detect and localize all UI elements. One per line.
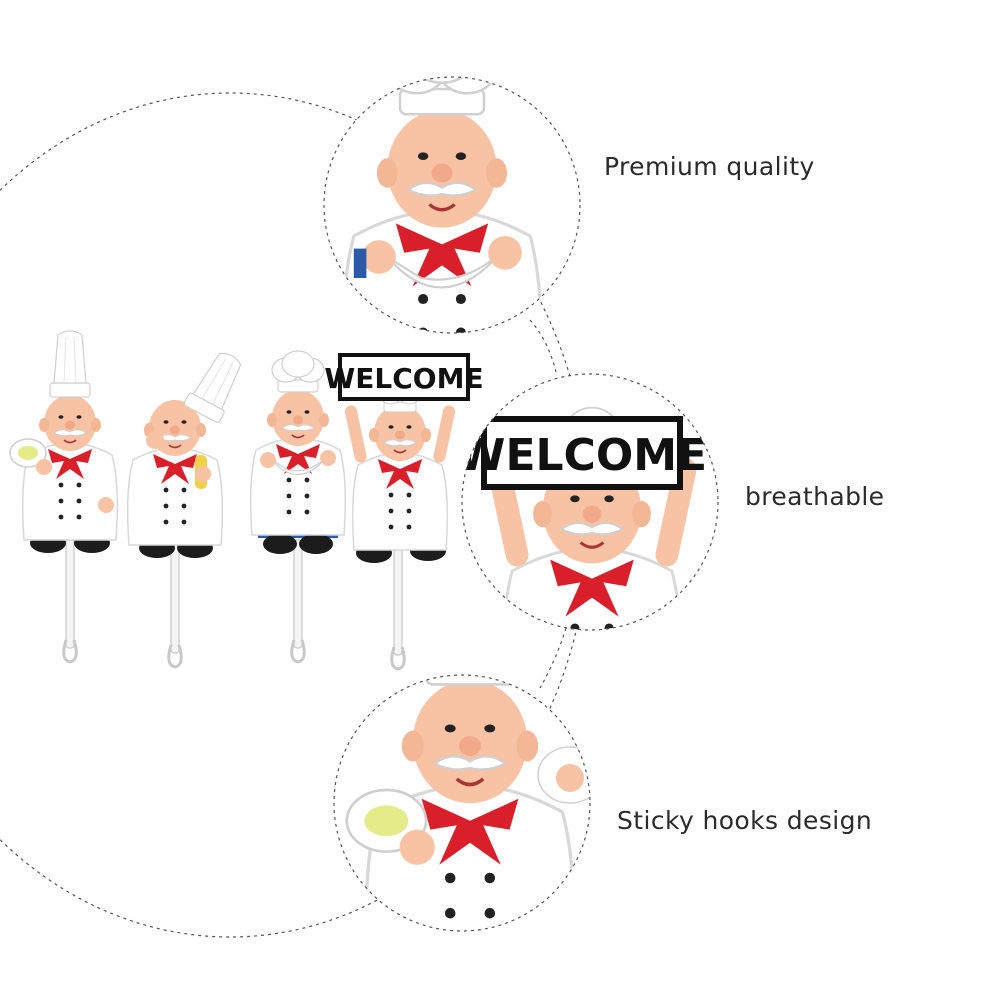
chef-hook-3 <box>249 350 347 664</box>
chef-hook-2 <box>126 345 251 669</box>
chef-hook-1 <box>9 330 119 664</box>
welcome-sign-small: WELCOME <box>324 353 484 401</box>
welcome-sign-large: WELCOME <box>457 416 707 490</box>
chef-hook-4: WELCOME <box>324 353 484 671</box>
connector-line-1 <box>529 319 557 373</box>
feature-label-breathable: breathable <box>745 482 885 511</box>
welcome-sign-small-text: WELCOME <box>324 362 483 395</box>
welcome-sign-large-text: WELCOME <box>457 430 707 481</box>
connector-line-2 <box>539 627 567 689</box>
feature-label-premium-quality: Premium quality <box>604 152 815 181</box>
detail-circle-1 <box>323 76 581 334</box>
feature-label-sticky-hooks: Sticky hooks design <box>617 806 873 835</box>
detail-circle-2: WELCOME <box>457 373 719 631</box>
